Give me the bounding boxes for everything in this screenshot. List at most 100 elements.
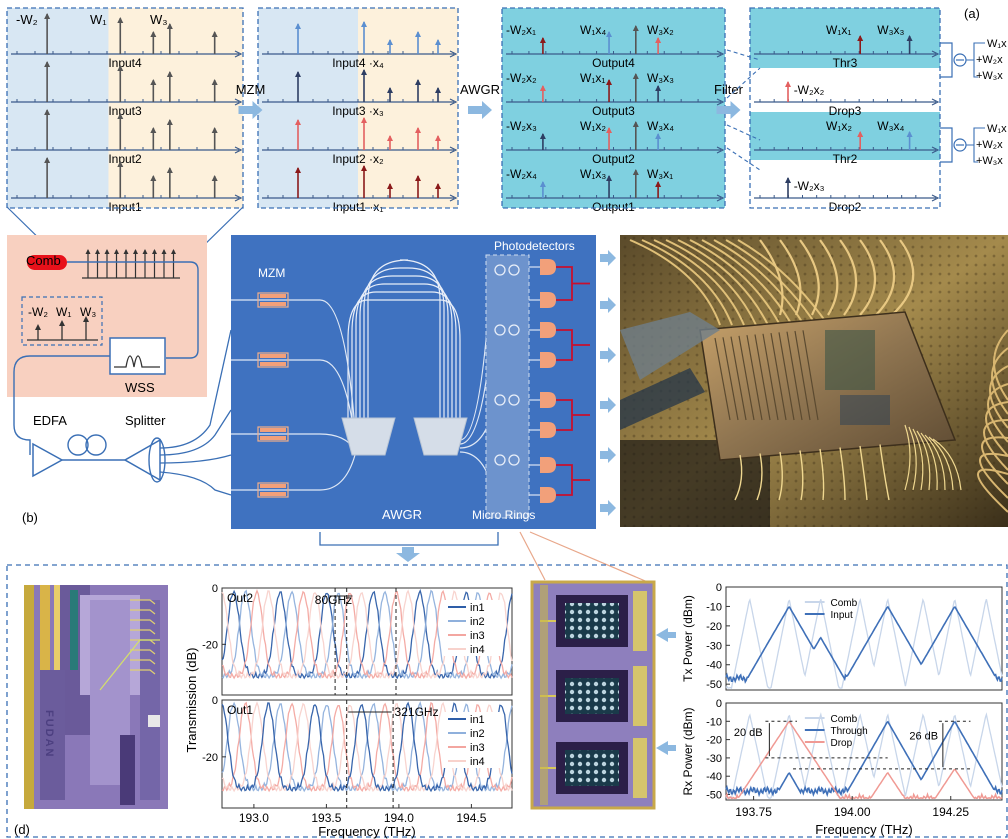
legend-bg (444, 642, 502, 656)
filter-arrow-head (906, 131, 913, 137)
mzm-outline (257, 482, 289, 498)
weight-label-w3: W₃ (150, 12, 168, 27)
awgr-star-coupler-right (413, 417, 468, 456)
row-axis-head (931, 98, 940, 106)
splitter-icon (123, 438, 161, 482)
output-arrows (600, 250, 616, 516)
mod-arrow-head (361, 165, 367, 171)
chip-logo-text: FUDAN (43, 710, 55, 759)
mzm-electrode (260, 362, 286, 366)
weight-label-neg-w2: -W₂ (16, 12, 38, 27)
stage-arrow-label: MZM (236, 82, 266, 97)
row-label: Input4 ·x₄ (332, 56, 384, 70)
micro-ring-array (494, 264, 520, 466)
xtick-label: 194.00 (834, 805, 871, 819)
legend-label: in2 (470, 728, 485, 740)
micro-ring (494, 324, 506, 336)
micro-ring (508, 394, 520, 406)
row-label: Input2 ·x₂ (332, 152, 384, 166)
input-trace (725, 605, 1003, 684)
ytick-label: 0 (716, 582, 722, 594)
comb-arrow-head (166, 23, 173, 29)
legend-bg (444, 754, 502, 768)
legend-bg (444, 628, 502, 642)
mod-arrow-head (435, 183, 441, 189)
legend-bg (444, 614, 502, 628)
bond-wire (908, 426, 917, 491)
mod-arrow-head (435, 135, 441, 141)
awgr-arrow-head (655, 181, 662, 187)
weight-arrow-head (35, 324, 41, 330)
splitter-output-2 (159, 409, 232, 456)
mod-arrow-head (295, 119, 301, 125)
micro-ring-region (485, 254, 530, 519)
system-schematic: Comb -W₂ W₁ W₃ WSS EDFA Splitter (b) MZM… (7, 235, 1008, 529)
row-label: Input1 ·x₁ (333, 200, 384, 214)
pcb-trace (629, 239, 721, 326)
comb-arrow-head (166, 119, 173, 125)
bracket-line (319, 532, 499, 546)
legend-label: in4 (470, 644, 485, 656)
mod-arrow-head (361, 21, 367, 27)
trans-curve-in3 (221, 701, 513, 793)
row-axis-head (931, 50, 940, 58)
row-label: Input2 (108, 152, 142, 166)
ring-cell-holes (565, 750, 619, 786)
stage-arrow (716, 101, 741, 119)
pcb-trace (839, 239, 858, 316)
mzm-electrode (260, 302, 286, 306)
awgr-arrow-head (539, 37, 546, 43)
pcb-trace (799, 239, 820, 316)
pcb-trace (819, 239, 839, 316)
row-axis-head (716, 50, 725, 58)
box-blue-region (7, 8, 109, 208)
pcb-trace (859, 239, 877, 316)
comb-arrow-small-head (211, 79, 218, 85)
row-axis-head (234, 146, 243, 154)
term-w3: W₃x₁ (647, 167, 673, 181)
ytick-label: -30 (706, 640, 722, 652)
mzm-electrode (260, 354, 286, 358)
trans-curve-in3 (221, 588, 513, 680)
legend-label: in4 (470, 756, 485, 768)
comb-label: Comb (26, 253, 61, 268)
row-axis-head (234, 98, 243, 106)
routing-line (726, 67, 761, 99)
row-axis-head (931, 194, 940, 202)
micro-rings-label: Micro Rings (472, 508, 535, 522)
edfa-label: EDFA (33, 413, 67, 428)
mzm-outline (257, 352, 289, 368)
box-border (749, 7, 941, 209)
die-structure (754, 334, 771, 421)
mzm-electrode (260, 436, 286, 440)
xtick-label: 193.0 (239, 811, 269, 825)
legend-label: Input (830, 610, 852, 621)
row-label: Output2 (592, 152, 635, 166)
wire-bonds (734, 424, 962, 501)
awgr-arrow-head (606, 175, 613, 181)
awgr-arrow-head (655, 85, 662, 91)
weight-label-w1: W₁ (90, 12, 107, 27)
wss-to-edfa-fiber (13, 355, 110, 455)
fiber-coil-1 (67, 434, 89, 456)
ytick-label: -10 (706, 601, 722, 613)
chip-finger (130, 669, 156, 675)
comb-trace (725, 597, 1003, 690)
row-label: Input3 (108, 104, 142, 118)
legend-label: in3 (470, 742, 485, 754)
row-axis-head (716, 98, 725, 106)
comb-arrow-head (117, 17, 124, 23)
sum-term: W₁x (987, 38, 1007, 50)
row-label: Drop2 (829, 200, 862, 214)
ytick-label: 0 (716, 698, 722, 710)
awgr-star-coupler-left (341, 417, 396, 456)
comb-arrow-head (44, 157, 51, 163)
term-neg: -W₂x₁ (506, 23, 536, 37)
micro-ring (508, 324, 520, 336)
pcb-trace (979, 452, 1008, 499)
wss-weight-w1: W₁ (56, 305, 71, 319)
pcb-trace (677, 239, 769, 326)
mzm-outline (257, 426, 289, 442)
